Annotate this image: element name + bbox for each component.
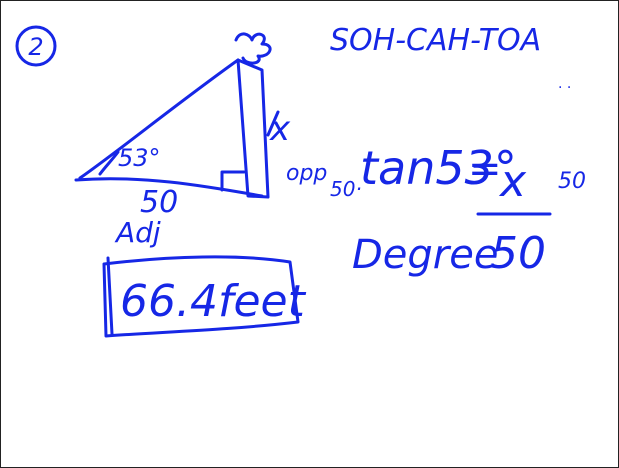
equation-left-factor: 50· — [330, 177, 362, 201]
equation-denominator: 50 — [490, 228, 546, 279]
answer-box — [102, 255, 300, 338]
problem-number: 2 — [15, 25, 57, 67]
building-shape — [236, 58, 270, 199]
top-scribble — [234, 32, 272, 65]
angle-arc — [98, 150, 120, 176]
adjacent-value: 50 — [140, 185, 178, 220]
opposite-value: x — [269, 109, 291, 149]
opposite-label: opp — [286, 161, 327, 186]
right-angle-marker — [220, 170, 246, 192]
hypotenuse-line — [78, 58, 240, 180]
answer-box-left-stroke — [106, 256, 114, 336]
adjacent-label: Adj — [114, 216, 161, 249]
triangle-diagram — [74, 32, 552, 338]
adjacent-line — [74, 177, 264, 198]
equation-lhs: tan53° — [360, 141, 517, 195]
opposite-pointer — [266, 110, 280, 137]
ellipsis-dots: . . — [558, 76, 571, 92]
angle-label: 53° — [118, 144, 161, 172]
answer-text: 66.4feet — [120, 276, 307, 327]
equation-right-factor: 50 — [558, 169, 586, 194]
equation-numerator: x — [498, 156, 527, 207]
mnemonic-text: SOH-CAH-TOA — [330, 23, 541, 58]
degree-note: Degree — [352, 232, 498, 278]
problem-number-text: 2 — [28, 33, 43, 61]
equation-equals: = — [468, 146, 502, 192]
